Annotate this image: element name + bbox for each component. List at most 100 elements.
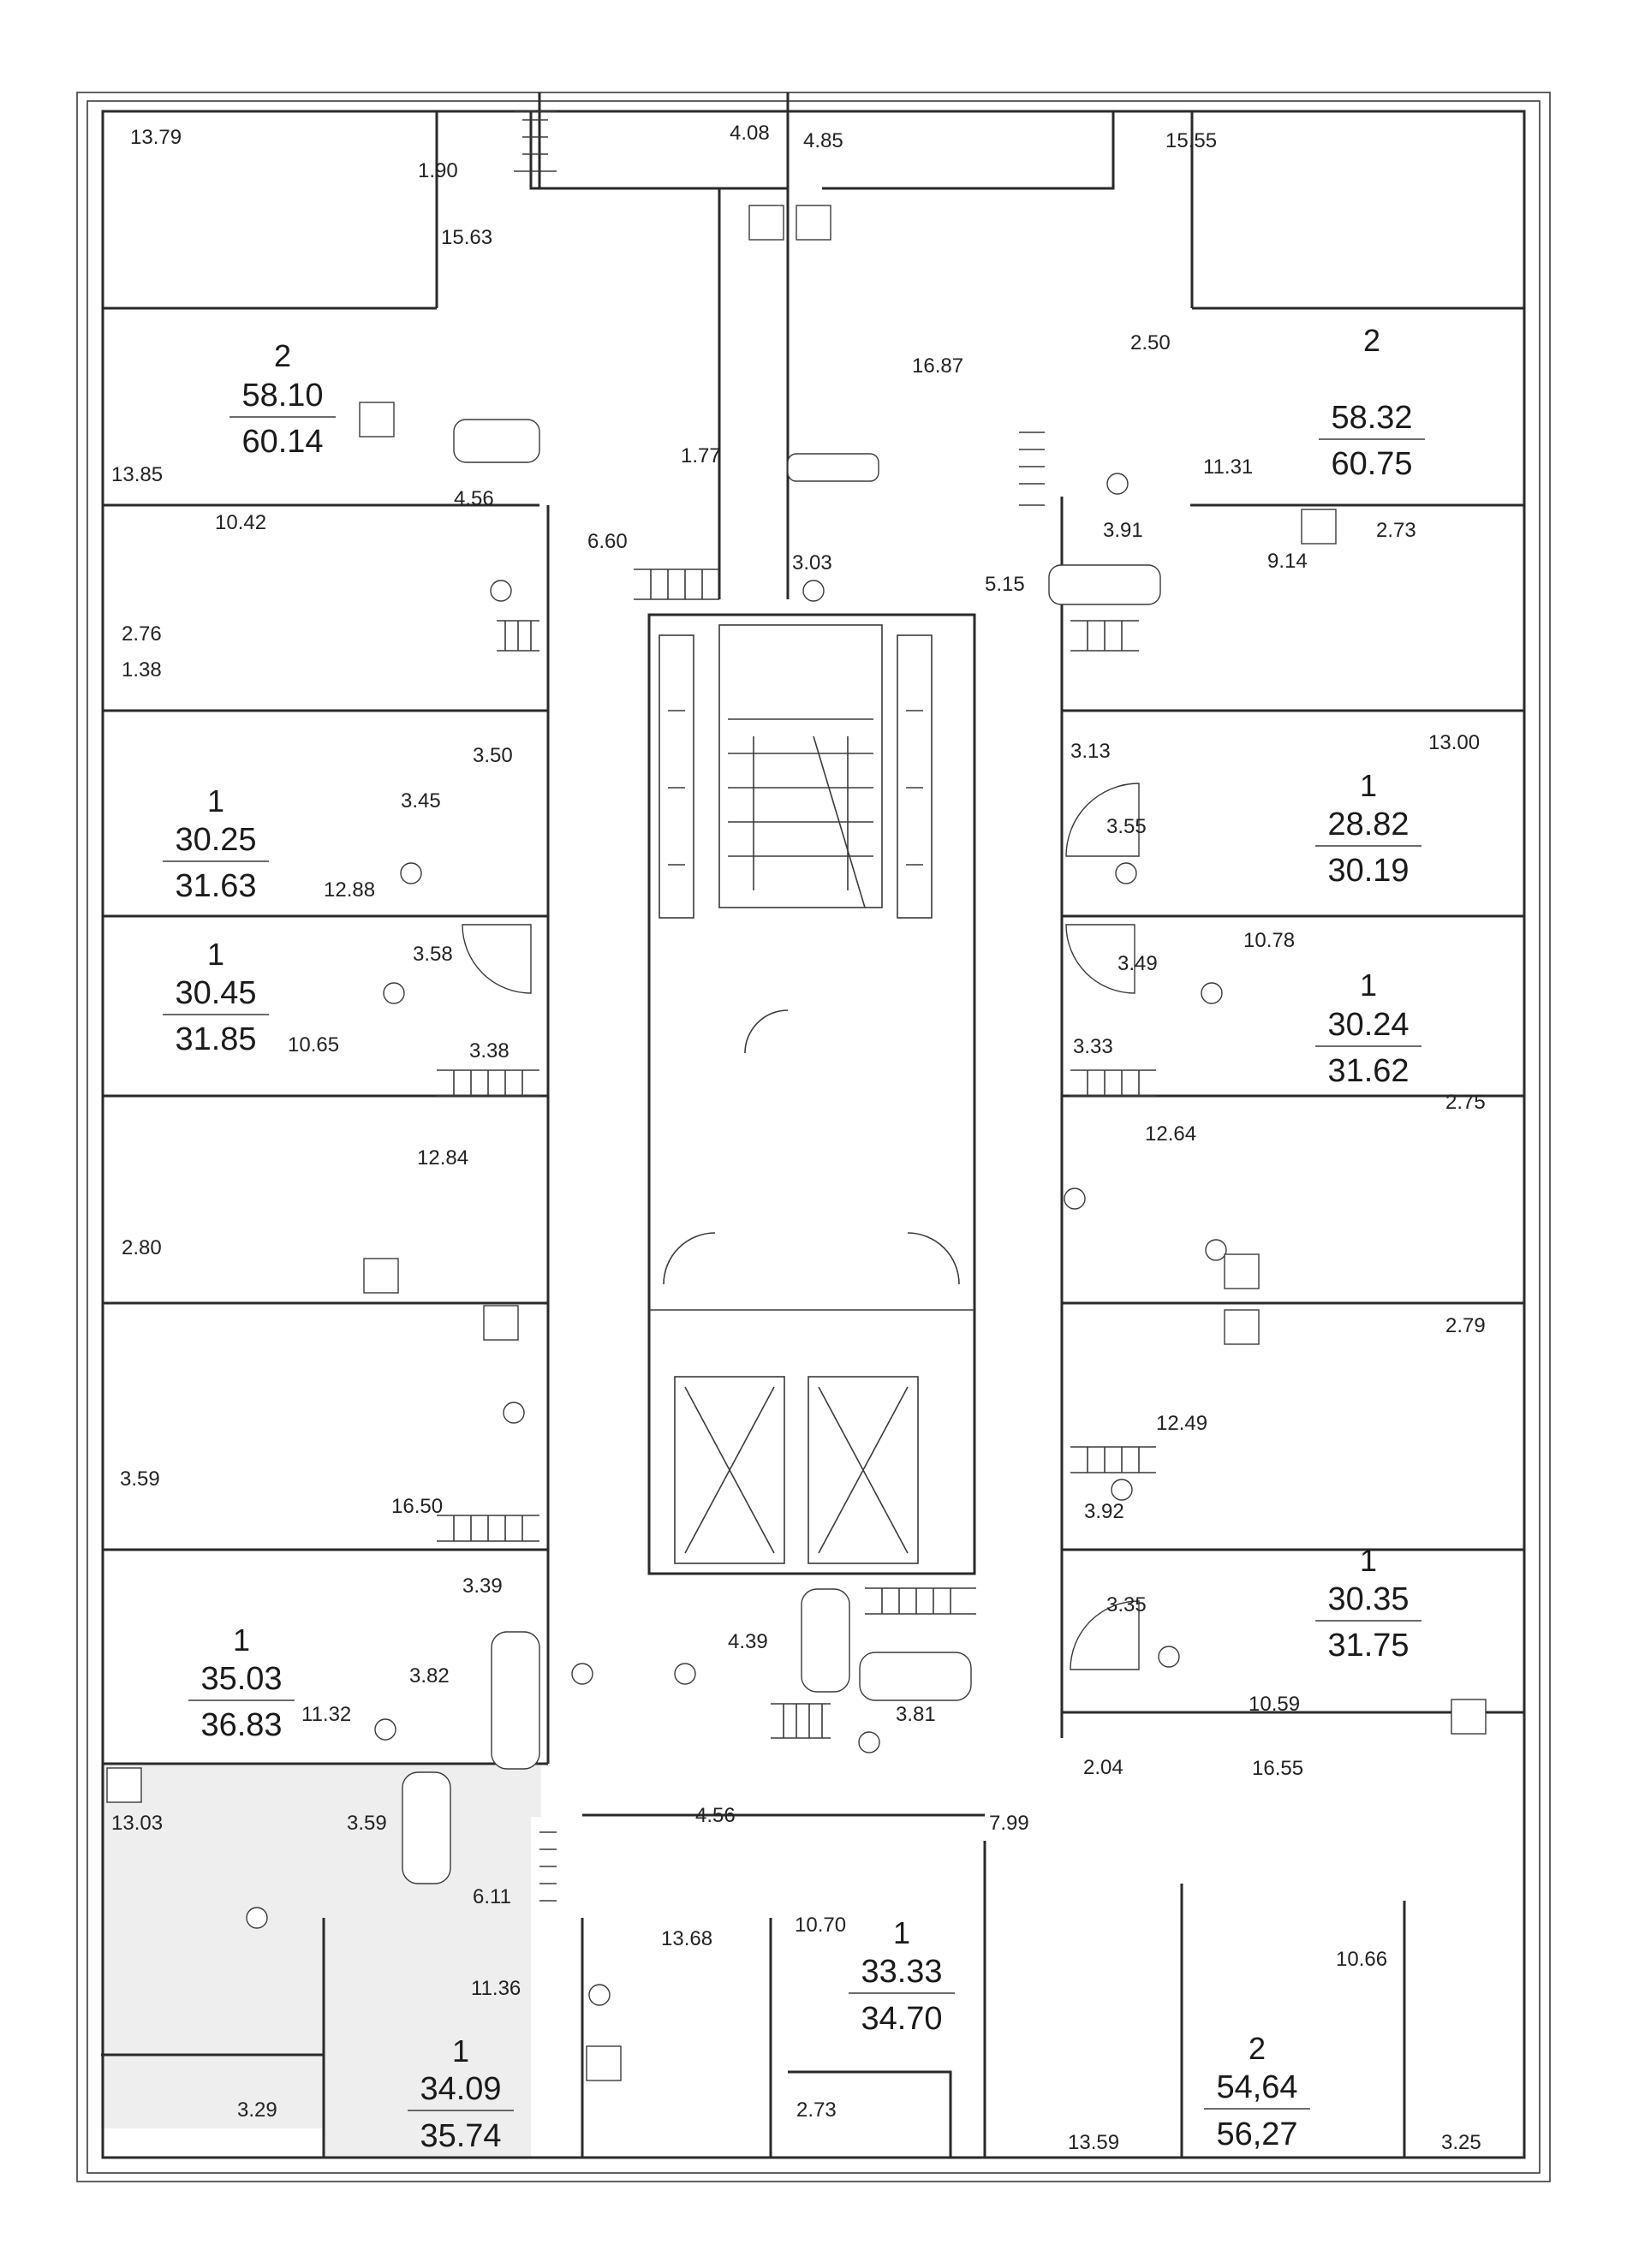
apartment-living-area: 58.32 — [1331, 400, 1412, 436]
apartment-total-area: 31.62 — [1327, 1053, 1409, 1089]
building-outline — [76, 92, 1551, 2182]
central-core — [647, 613, 976, 1575]
apartment-total-area: 34.70 — [861, 2001, 942, 2037]
room-area-label: 2.76 — [122, 622, 162, 646]
room-area-label: 1.90 — [418, 159, 458, 182]
interior-walls — [101, 111, 1524, 2158]
apartment-total-area: 31.63 — [175, 868, 256, 904]
apartment-living-area: 35.03 — [200, 1661, 282, 1697]
room-area-label: 12.84 — [417, 1146, 468, 1170]
apartment-rooms: 2 — [1249, 2031, 1266, 2066]
apartment-rooms: 1 — [452, 2033, 469, 2069]
apartment-summary: 1 33.33 34.70 — [849, 1915, 955, 2037]
room-area-label: 10.70 — [795, 1914, 846, 1937]
room-area-label: 3.81 — [896, 1703, 936, 1726]
room-area-label: 3.25 — [1441, 2131, 1481, 2154]
apartment-rooms: 1 — [1360, 967, 1377, 1003]
room-area-label: 2.80 — [122, 1236, 162, 1259]
room-area-label: 13.00 — [1428, 731, 1480, 754]
apartment-rooms: 1 — [1360, 768, 1377, 803]
apartment-summary: 1 30.45 31.85 — [163, 937, 269, 1057]
room-area-label: 11.31 — [1203, 455, 1253, 479]
apartment-summary: 1 30.24 31.62 — [1315, 967, 1421, 1089]
apartment-rooms: 1 — [1360, 1543, 1377, 1578]
room-area-label: 13.03 — [111, 1812, 163, 1835]
room-area-label: 11.36 — [471, 1977, 521, 2000]
room-area-label: 12.64 — [1145, 1122, 1196, 1146]
room-area-label: 7.99 — [989, 1812, 1029, 1835]
fixtures — [106, 110, 1487, 2081]
room-area-label: 3.82 — [409, 1664, 450, 1688]
room-area-label: 16.87 — [912, 354, 963, 378]
room-area-label: 3.59 — [347, 1812, 387, 1835]
room-area-label: 1.38 — [122, 658, 162, 682]
room-area-label: 6.60 — [587, 530, 628, 553]
room-area-label: 13.79 — [130, 126, 182, 149]
room-area-label: 2.04 — [1083, 1756, 1123, 1779]
apartment-summary: 1 35.03 36.83 — [188, 1622, 295, 1743]
room-area-label: 15.63 — [441, 226, 492, 249]
room-area-label: 16.50 — [391, 1495, 443, 1518]
room-area-label: 11.32 — [301, 1703, 351, 1726]
room-area-label: 10.42 — [215, 511, 266, 534]
room-area-label: 3.49 — [1117, 952, 1158, 975]
apartment-rooms: 1 — [893, 1915, 910, 1950]
room-area-label: 3.55 — [1106, 815, 1147, 838]
room-area-label: 12.49 — [1156, 1412, 1207, 1435]
room-area-label: 3.13 — [1070, 740, 1111, 763]
room-area-label: 16.55 — [1252, 1757, 1303, 1780]
room-area-label: 2.73 — [796, 2098, 837, 2122]
apartment-living-area: 30.45 — [175, 975, 256, 1011]
room-area-label: 3.33 — [1073, 1035, 1113, 1058]
apartment-living-area: 30.24 — [1327, 1007, 1409, 1043]
apartment-rooms: 1 — [233, 1622, 250, 1658]
room-area-label: 13.68 — [661, 1927, 712, 1950]
apartment-total-area: 31.75 — [1327, 1628, 1409, 1664]
room-area-label: 2.79 — [1445, 1314, 1486, 1337]
room-area-label: 12.88 — [324, 878, 375, 902]
apartment-living-area: 30.35 — [1327, 1581, 1409, 1617]
room-area-label: 4.56 — [454, 487, 494, 510]
room-area-label: 3.38 — [469, 1039, 510, 1063]
room-area-label: 2.75 — [1445, 1091, 1486, 1114]
room-area-label: 10.66 — [1336, 1948, 1387, 1971]
apartment-summary: 1 34.09 35.74 — [408, 2033, 514, 2154]
apartment-total-area: 30.19 — [1327, 853, 1409, 889]
room-area-label: 2.50 — [1130, 331, 1171, 354]
room-area-label: 10.59 — [1249, 1693, 1300, 1716]
room-area-label: 13.85 — [111, 463, 163, 486]
room-area-label: 9.14 — [1267, 550, 1308, 573]
room-labels: 13.79 1.90 4.08 4.85 15.55 15.63 16.87 2… — [111, 122, 1486, 2154]
room-area-label: 2.73 — [1376, 519, 1416, 542]
apartment-summary: 2 54,64 56,27 — [1204, 2031, 1310, 2152]
apartment-rooms: 1 — [207, 783, 224, 819]
apartment-living-area: 34.09 — [420, 2071, 501, 2107]
room-area-label: 6.11 — [473, 1885, 511, 1908]
room-area-label: 4.56 — [695, 1804, 736, 1827]
apartment-summary: 1 30.35 31.75 — [1315, 1543, 1421, 1664]
room-area-label: 3.29 — [237, 2098, 277, 2122]
apartment-total-area: 60.14 — [241, 424, 323, 460]
room-area-label: 3.92 — [1084, 1500, 1124, 1523]
apartment-living-area: 28.82 — [1327, 807, 1409, 842]
apartment-total-area: 31.85 — [175, 1021, 256, 1057]
room-area-label: 3.58 — [413, 943, 453, 966]
room-area-label: 10.78 — [1243, 929, 1295, 952]
apartment-rooms: 2 — [1363, 323, 1380, 358]
room-area-label: 3.35 — [1106, 1593, 1147, 1616]
room-area-label: 3.03 — [792, 551, 832, 574]
apartment-total-area: 60.75 — [1331, 446, 1412, 482]
room-area-label: 13.59 — [1068, 2131, 1119, 2154]
room-area-label: 1.77 — [681, 444, 721, 467]
apartment-living-area: 33.33 — [861, 1954, 942, 1990]
room-area-label: 10.65 — [288, 1033, 339, 1057]
apartment-summary: 2 58.10 60.14 — [229, 338, 336, 460]
apartment-rooms: 1 — [207, 937, 224, 972]
apartment-summary: 2 58.32 60.75 — [1319, 323, 1425, 482]
apartment-total-area: 56,27 — [1216, 2116, 1297, 2152]
apartment-summary: 1 28.82 30.19 — [1315, 768, 1421, 889]
apartment-summary: 1 30.25 31.63 — [163, 783, 269, 904]
room-area-label: 3.39 — [462, 1575, 503, 1598]
apartment-living-area: 30.25 — [175, 822, 256, 858]
apartment-living-area: 58.10 — [241, 378, 323, 414]
